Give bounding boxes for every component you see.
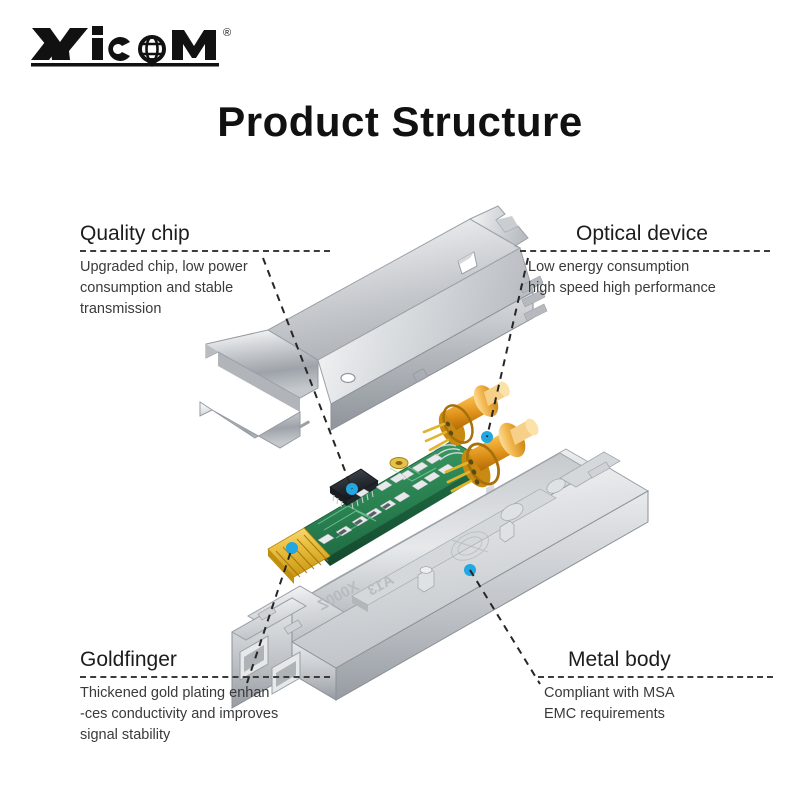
brand-logo: ® [30,22,240,74]
callout-rule-goldfinger [80,676,330,679]
callout-body-quality-chip: Upgraded chip, low power consumption and… [80,257,330,320]
callout-line: high speed high performance [528,280,716,297]
callout-body-metal-body: Compliant with MSA EMC requirements [538,683,773,725]
callout-optical-device: Optical device Low energy consumption hi… [520,222,770,299]
page-title: Product Structure [217,98,583,145]
trademark-symbol: ® [223,27,231,39]
callout-line: -ces conductivity and improves [80,706,279,723]
callout-heading-optical-device: Optical device [576,222,708,245]
callout-metal-body: Metal body Compliant with MSA EMC requir… [538,648,773,725]
leader-quality-chip [262,257,353,490]
leader-goldfinger [246,547,293,684]
callout-line: Compliant with MSA [544,685,675,702]
callout-rule-metal-body [538,676,773,679]
callout-line: Thickened gold plating enhan [80,685,270,702]
callout-heading-metal-body: Metal body [568,648,671,671]
callout-heading-goldfinger: Goldfinger [80,648,177,671]
callout-rule-quality-chip [80,250,330,253]
callout-line: signal stability [80,727,171,744]
callout-goldfinger: Goldfinger Thickened gold plating enhan … [80,648,330,746]
leader-metal-body [469,569,541,685]
leader-optical-device [486,257,529,438]
callout-line: transmission [80,301,162,318]
callout-line: consumption and stable [80,280,234,297]
callout-line: EMC requirements [544,706,665,723]
callout-body-optical-device: Low energy consumption high speed high p… [520,257,770,299]
callout-body-goldfinger: Thickened gold plating enhan -ces conduc… [80,683,330,746]
callout-quality-chip: Quality chip Upgraded chip, low power co… [80,222,330,320]
callout-line: Low energy consumption [528,259,690,276]
callout-rule-optical-device [520,250,770,253]
callout-line: Upgraded chip, low power [80,259,248,276]
callout-heading-quality-chip: Quality chip [80,222,190,245]
